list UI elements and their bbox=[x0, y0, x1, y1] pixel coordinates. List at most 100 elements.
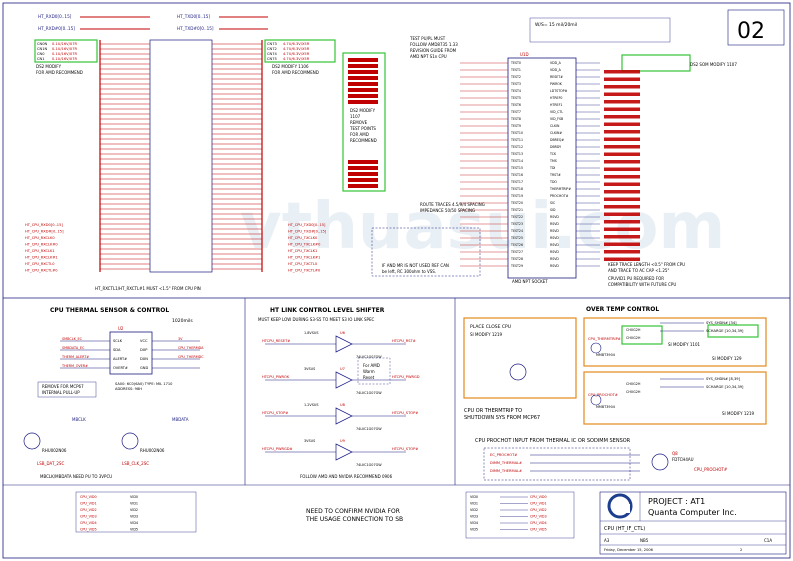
smb-net-2: LSB_DAT_2SC bbox=[37, 461, 64, 466]
route-box bbox=[371, 227, 481, 277]
lgb-ref: CN0 bbox=[37, 52, 45, 56]
rgb-ref: CN73 bbox=[267, 42, 277, 46]
vid-right-net: CPU_VID4 bbox=[530, 521, 547, 525]
cpu-pin-left: HTREF1 bbox=[550, 103, 562, 107]
rgb-ref: CN74 bbox=[267, 52, 277, 56]
ht-shift-out: HTCPU_RST# bbox=[392, 339, 416, 343]
cpu-pin-left: THERMTRIP# bbox=[549, 187, 571, 191]
cpu-pin-right: TEST20 bbox=[510, 201, 523, 205]
cpu-pin-left: RSVD bbox=[550, 250, 559, 254]
cpu-right-tag bbox=[604, 70, 640, 74]
therm-net-right: CPU_THERMDA bbox=[178, 346, 204, 350]
vid-right-net: CPU_VID1 bbox=[530, 502, 547, 506]
cpu-pin-left: TMS bbox=[549, 159, 557, 163]
cpu-pin-left: VID_FSB bbox=[550, 117, 563, 121]
therm-pin-left: ALERT# bbox=[113, 357, 127, 361]
ot-net-right: SYS_SHDN# [34] bbox=[706, 321, 737, 325]
prochot-q: Q8 bbox=[672, 451, 678, 456]
prochot-net: DIMM_THERMAL# bbox=[490, 461, 522, 465]
over-temp-green-2 bbox=[707, 324, 759, 338]
ht-shift-out: HTCPU_STOP# bbox=[392, 447, 418, 451]
buffer-gate-icon bbox=[335, 371, 353, 389]
cpu-right-tag bbox=[604, 77, 640, 81]
ds1107-0: DS2 MODIFY bbox=[350, 108, 376, 113]
top-bus-0: HT_RXD0[0..15] bbox=[38, 14, 72, 19]
therm-pin-right: GND bbox=[140, 366, 148, 370]
cpu-right-tag bbox=[604, 122, 640, 126]
ht-right-net: HT_CPU_TXCTL0 bbox=[288, 262, 318, 266]
ds2-1107-text: DS2 MODIFY 1107 REMOVE TEST POINTS FOR A… bbox=[349, 108, 377, 143]
cpu-pin-right: TEST23 bbox=[510, 222, 523, 226]
right-green-box bbox=[264, 39, 336, 63]
doc-rev: C1A bbox=[764, 538, 772, 543]
lgb-ref: CN0N bbox=[37, 42, 47, 46]
cpu-pin-left: VDD_A bbox=[550, 61, 562, 65]
ht-shift-ref: U9 bbox=[340, 439, 346, 443]
doc-sheet: 2 bbox=[740, 548, 742, 552]
cpu-pin-left: PROCHOT# bbox=[550, 194, 569, 198]
ds1107-tag bbox=[348, 94, 378, 98]
top-bus-2: HT_TXD0[0..15] bbox=[177, 14, 210, 19]
section-prochot: CPU PROCHOT INPUT FROM THERMAL IC OR SOD… bbox=[475, 438, 631, 444]
ht-left-net: HT_CPU_RXCLK0 bbox=[25, 236, 55, 240]
cpu-pin-right: TEST1 bbox=[510, 68, 521, 72]
ot-part: CH0G2H bbox=[626, 390, 641, 394]
route-0: ROUTE TRACES 4.5/9/4 SPACING bbox=[420, 202, 485, 207]
therm-net-left: SMBDATA_EC bbox=[62, 346, 85, 350]
cpu-pin-left: DBREQ# bbox=[550, 138, 564, 142]
keep-trace-0: KEEP TRACE LENGTH <0.5" FROM CPU bbox=[608, 262, 685, 267]
amd-warm-1: Warm bbox=[363, 369, 375, 374]
cpu-pin-left: PWROK bbox=[550, 82, 563, 86]
ds2-modify-right-2: FOR AMD RECOMMEND bbox=[272, 70, 319, 75]
section-thermal: CPU THERMAL SENSOR & CONTROL bbox=[50, 307, 169, 314]
rgb-net: 4.7U/6.3V/X5R bbox=[283, 42, 310, 46]
vid-left-pin: VID5 bbox=[130, 528, 138, 532]
cpu-ic-pins: VDD_AVDD_ARESET#PWROKLDTSTOP#HTREF0HTREF… bbox=[460, 61, 600, 268]
ds2-modify-left-2: FOR AMD RECOMMEND bbox=[36, 70, 83, 75]
company: Quanta Computer Inc. bbox=[648, 508, 737, 517]
cpu-pin-left: DBRDY bbox=[550, 145, 561, 149]
top-bus-3: HT_TXD#0[0..15] bbox=[177, 26, 214, 31]
cpu-pin-right: TEST10 bbox=[510, 131, 523, 135]
watermark: vthuasui.com bbox=[240, 190, 725, 264]
therm-net-left: THERM_OVER# bbox=[61, 364, 88, 368]
therm-pin-right: VCC bbox=[140, 339, 148, 343]
vid-left-net: CPU_VID3 bbox=[80, 515, 97, 519]
ot-part: CH0G2H bbox=[626, 328, 641, 332]
cpu-pin-right: TEST28 bbox=[510, 257, 523, 261]
ot-part: CH0G2H bbox=[626, 382, 641, 386]
cpu-right-tag bbox=[604, 160, 640, 164]
therm-pin-right: DXN bbox=[140, 357, 148, 361]
ot-transistor-icon bbox=[590, 342, 602, 354]
ht-shift-in: HTCPU_STOP# bbox=[262, 411, 288, 415]
ot-transistor-icon bbox=[590, 394, 602, 406]
ot-net-left: CPU_THERMTRIP# bbox=[588, 337, 621, 341]
lgb-net: 0.1U/16V/X7R bbox=[52, 47, 78, 51]
ht-right-net: HT_CPU_TXD#[0..15] bbox=[288, 230, 327, 234]
ht-left-net: HT_CPU_RXCLK#0 bbox=[25, 243, 58, 247]
prochot-box bbox=[483, 447, 631, 481]
ht-shift-rail: 3VSUS bbox=[304, 367, 315, 371]
ht-shift-in: HTCPU_PWRGD# bbox=[262, 447, 293, 451]
therm-pin-left: SDA bbox=[113, 348, 121, 352]
thermal-pins: SCLKSMBCLK_ECSDASMBDATA_ECALERT#THERM_AL… bbox=[60, 337, 204, 370]
ot-net-right: SCHARGE [10,34,39] bbox=[706, 329, 744, 333]
buffer-gate-icon bbox=[335, 335, 353, 353]
cpu-pin-right: TEST6 bbox=[510, 103, 521, 107]
amd-warm-0: For AMD bbox=[363, 363, 380, 368]
vid-right-pin: VID0 bbox=[470, 495, 478, 499]
vid-right-net: CPU_VID2 bbox=[530, 508, 547, 512]
cpu-right-tag bbox=[604, 205, 640, 209]
quanta-logo-icon bbox=[607, 493, 633, 519]
test-pu-0: TEST PU/PL MUST bbox=[409, 36, 446, 41]
therm-net-left: THERM_ALERT# bbox=[61, 355, 89, 359]
si-modify-1219: SI MODIFY 1219 bbox=[470, 332, 503, 337]
ds1107-tag-low bbox=[348, 166, 378, 170]
need-confirm-1: THE USAGE CONNECTION TO SB bbox=[305, 516, 403, 523]
ht-left-net: HT_CPU_RXD#[0..15] bbox=[25, 230, 64, 234]
project: PROJECT : AT1 bbox=[648, 497, 705, 506]
ht-shift-in: HTCPU_RESET# bbox=[262, 339, 290, 343]
